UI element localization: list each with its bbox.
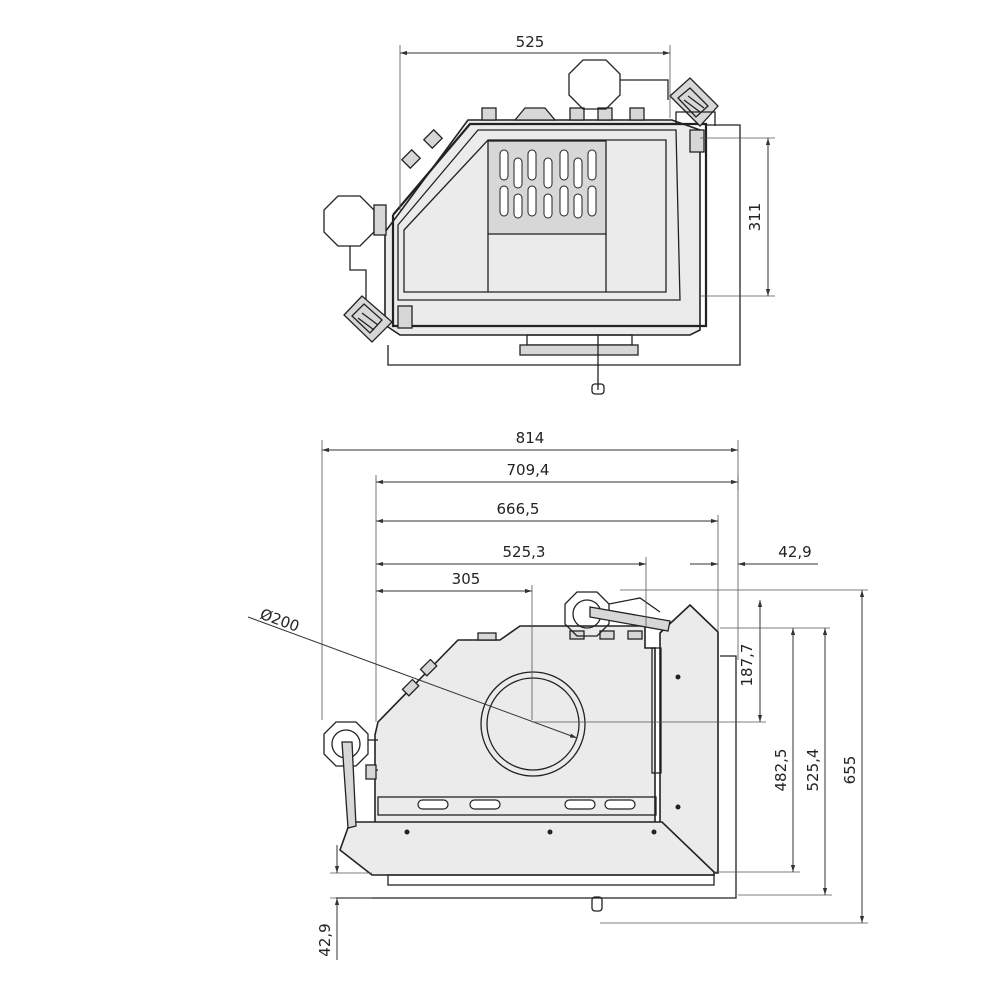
front-view xyxy=(323,591,737,912)
dim-width-7094: 709,4 xyxy=(507,461,550,479)
front-view-front-panel xyxy=(339,821,715,876)
top-view xyxy=(323,59,741,395)
dim-offset-429-bottom: 42,9 xyxy=(316,923,334,956)
front-view-dimensions: 814 709,4 666,5 525,3 305 42,9 Ø200 187,… xyxy=(247,429,868,960)
front-view-left-connector xyxy=(323,721,378,829)
dim-top-width: 525 xyxy=(516,33,545,51)
dim-offset-429-top: 42,9 xyxy=(778,543,811,561)
top-view-vent-grid xyxy=(519,344,639,356)
front-view-bottom-vents xyxy=(417,799,636,810)
dim-width-814: 814 xyxy=(516,429,545,447)
front-view-body xyxy=(374,625,656,824)
top-view-flue-octagon xyxy=(568,59,621,110)
dim-diameter: Ø200 xyxy=(258,605,302,636)
dim-height-655: 655 xyxy=(841,756,859,785)
top-view-corner-bracket-left xyxy=(343,295,393,343)
dim-top-height: 311 xyxy=(746,203,764,232)
dim-height-4825: 482,5 xyxy=(772,749,790,792)
dim-height-5254: 525,4 xyxy=(804,749,822,792)
front-view-top-connector xyxy=(564,591,671,637)
top-view-grille-slots xyxy=(499,149,597,219)
dim-width-6665: 666,5 xyxy=(497,500,540,518)
top-view-corner-bracket-right xyxy=(669,77,719,127)
front-view-bolts xyxy=(404,674,681,835)
front-view-flue-inner xyxy=(486,677,580,771)
dim-width-5253: 525,3 xyxy=(503,543,546,561)
top-view-dimensions: 525 311 xyxy=(399,33,775,297)
dim-width-305: 305 xyxy=(452,570,481,588)
top-view-side-octagon xyxy=(323,195,375,247)
top-view-chamber xyxy=(403,139,667,293)
front-view-flue-outer xyxy=(480,671,586,777)
dim-height-1877: 187,7 xyxy=(738,644,756,687)
